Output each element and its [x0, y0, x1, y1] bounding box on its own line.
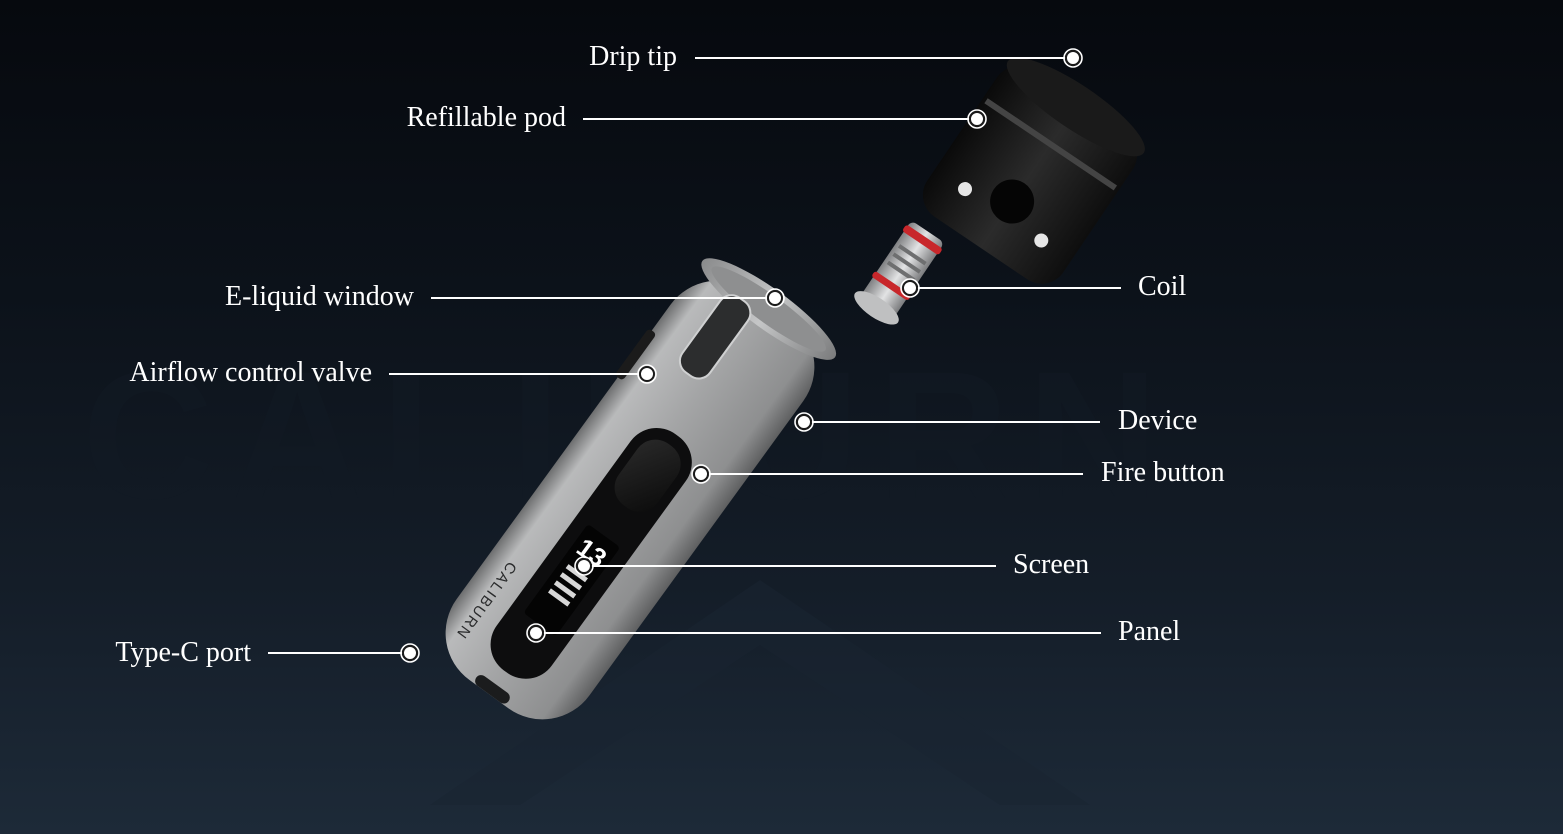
leader-panel: [526, 623, 1101, 643]
label-e-liquid-window: E-liquid window: [225, 281, 414, 312]
leader-fire-button: [691, 464, 1083, 484]
coil: [854, 222, 943, 325]
leader-coil: [900, 278, 1121, 298]
airflow-slider: [616, 329, 656, 380]
label-type-c-port: Type-C port: [115, 637, 251, 668]
label-fire-button: Fire button: [1101, 457, 1225, 488]
device-body: 13 CALIBURN: [445, 258, 837, 720]
e-liquid-window-slot: [678, 294, 752, 380]
leader-e-liquid-window: [431, 288, 785, 308]
leader-type-c-port: [268, 643, 420, 663]
leader-refillable-pod: [583, 109, 987, 129]
label-panel: Panel: [1118, 616, 1181, 647]
leader-device: [794, 412, 1100, 432]
fire-button-shape: [614, 439, 681, 512]
leader-drip-tip: [695, 48, 1083, 68]
leader-screen: [574, 556, 996, 576]
watermark-x-mark: [430, 580, 1090, 805]
leader-airflow-control-valve: [389, 364, 657, 384]
type-c-port-shape: [475, 675, 510, 704]
label-drip-tip: Drip tip: [589, 41, 677, 72]
label-refillable-pod: Refillable pod: [406, 102, 566, 133]
label-screen: Screen: [1013, 549, 1090, 580]
label-airflow-control-valve: Airflow control valve: [129, 357, 372, 388]
label-device: Device: [1118, 405, 1198, 436]
label-coil: Coil: [1138, 271, 1187, 302]
